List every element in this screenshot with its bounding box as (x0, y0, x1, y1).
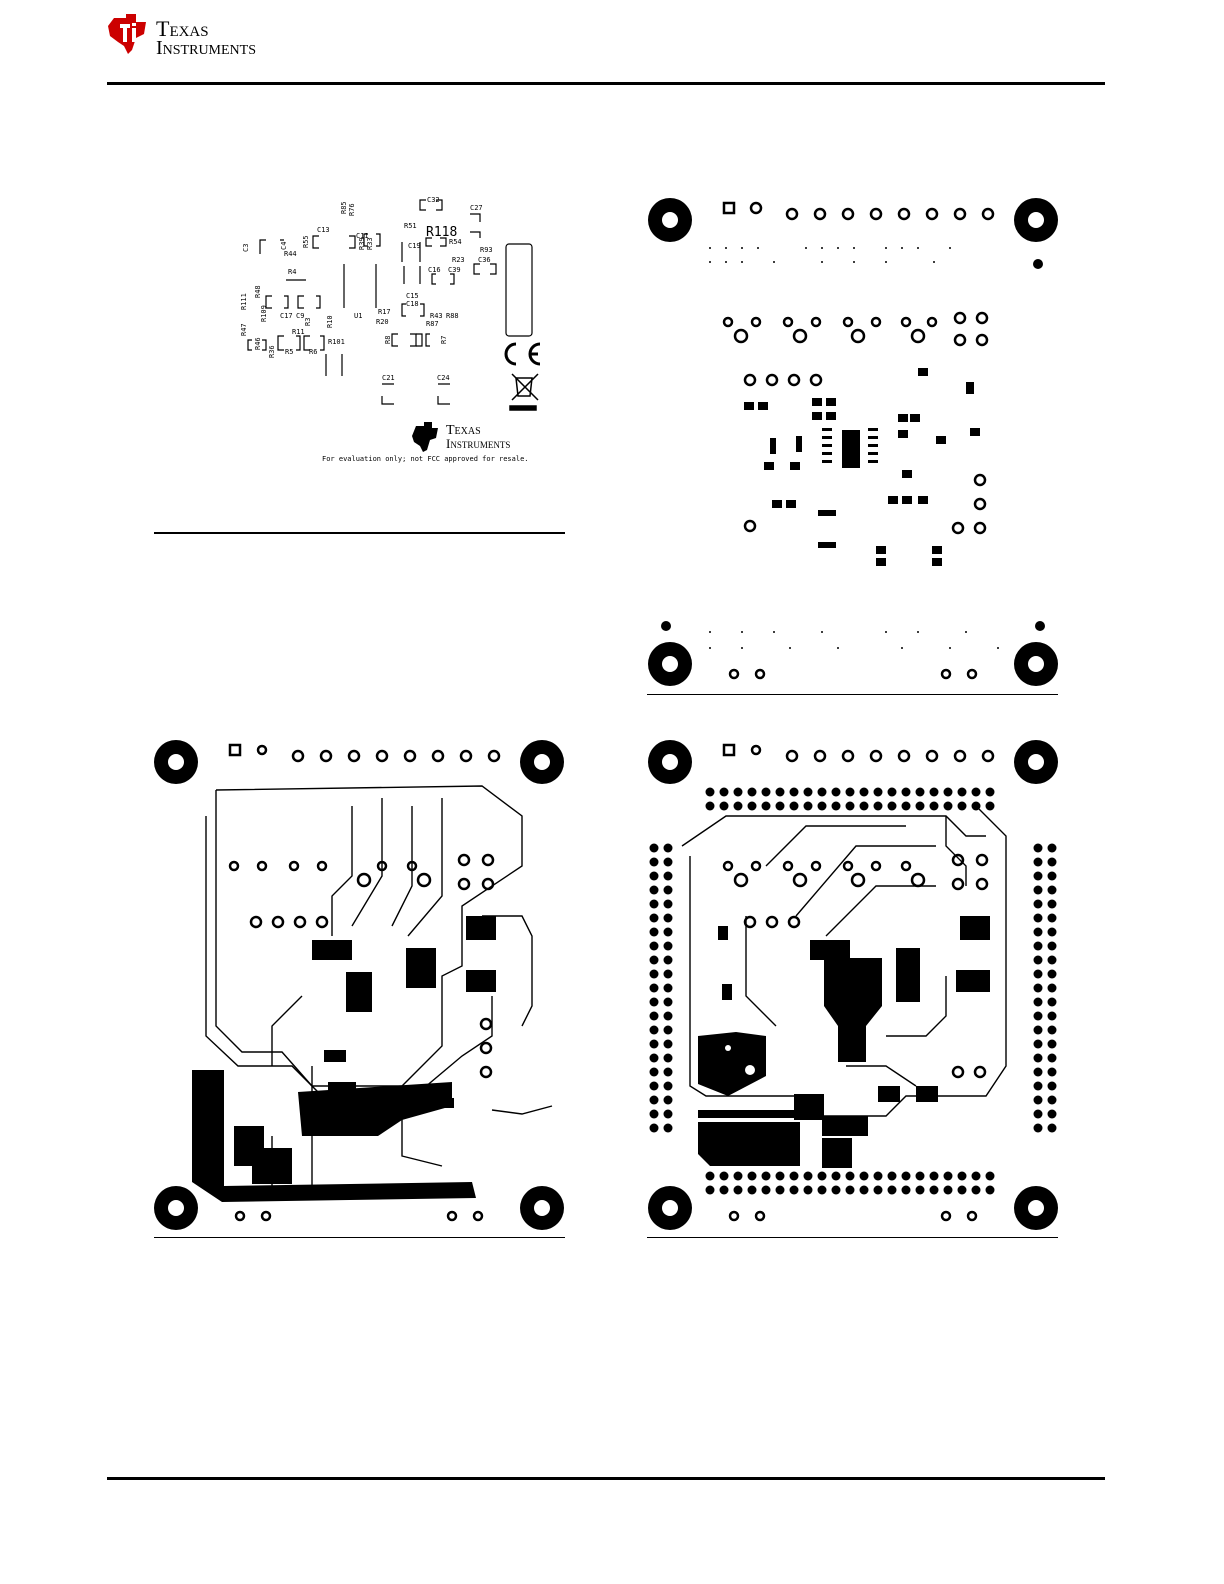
svg-text:R36: R36 (268, 345, 276, 358)
svg-text:R3: R3 (304, 318, 312, 326)
svg-text:R101: R101 (328, 338, 345, 346)
copper-layer-panel-right (646, 736, 1060, 1236)
svg-text:C36: C36 (478, 256, 491, 264)
board-brand-line-2: Instruments (446, 437, 510, 450)
svg-text:R51: R51 (404, 222, 417, 230)
weee-bin-icon (510, 374, 538, 410)
svg-text:R17: R17 (378, 308, 391, 316)
svg-text:R5: R5 (285, 348, 293, 356)
svg-text:C32: C32 (427, 196, 440, 204)
svg-text:R48: R48 (254, 285, 262, 298)
svg-text:R93: R93 (480, 246, 493, 254)
svg-text:C17: C17 (280, 312, 293, 320)
svg-text:R111: R111 (240, 293, 248, 310)
panel-1-underline (154, 532, 565, 534)
svg-text:R8: R8 (384, 336, 392, 344)
brand-line-2: Instruments (156, 38, 256, 58)
disclaimer-text: For evaluation only; not FCC approved fo… (322, 455, 529, 463)
svg-text:R23: R23 (452, 256, 465, 264)
svg-text:R10: R10 (326, 315, 334, 328)
svg-text:R85: R85 (340, 201, 348, 214)
svg-text:R87: R87 (426, 320, 439, 328)
svg-text:R11: R11 (292, 328, 305, 336)
svg-text:C24: C24 (437, 374, 450, 382)
svg-text:C4: C4 (280, 242, 288, 250)
svg-text:R39: R39 (358, 237, 366, 250)
svg-text:R6: R6 (309, 348, 317, 356)
panel-2-underline (647, 694, 1058, 695)
footer-rule (107, 1477, 1105, 1480)
svg-text:C13: C13 (317, 226, 330, 234)
panel-4-underline (647, 1237, 1058, 1238)
svg-text:R76: R76 (348, 203, 356, 216)
svg-text:R43: R43 (430, 312, 443, 320)
svg-text:R44: R44 (284, 250, 297, 258)
svg-text:R118: R118 (426, 225, 457, 240)
svg-text:C39: C39 (448, 266, 461, 274)
copper-layer-panel-left (152, 736, 568, 1236)
svg-text:C21: C21 (382, 374, 395, 382)
svg-text:R33: R33 (366, 237, 374, 250)
ti-logo-icon (106, 12, 152, 56)
svg-text:R20: R20 (376, 318, 389, 326)
svg-text:C3: C3 (242, 244, 250, 252)
panel-3-underline (154, 1237, 565, 1238)
svg-text:R47: R47 (240, 323, 248, 336)
svg-text:U1: U1 (354, 312, 362, 320)
svg-text:C18: C18 (406, 300, 419, 308)
svg-text:C15: C15 (406, 292, 419, 300)
ce-mark (506, 344, 540, 364)
svg-text:C27: C27 (470, 204, 483, 212)
svg-text:R7: R7 (440, 336, 448, 344)
board-ti-logo-icon (412, 422, 438, 452)
svg-text:R4: R4 (288, 268, 296, 276)
header-rule (107, 82, 1105, 85)
svg-text:C19: C19 (408, 242, 421, 250)
svg-text:C16: C16 (428, 266, 441, 274)
svg-text:R109: R109 (260, 305, 268, 322)
svg-text:R88: R88 (446, 312, 459, 320)
top-pads-panel (646, 192, 1058, 692)
svg-text:R55: R55 (302, 235, 310, 248)
svg-text:R46: R46 (254, 337, 262, 350)
